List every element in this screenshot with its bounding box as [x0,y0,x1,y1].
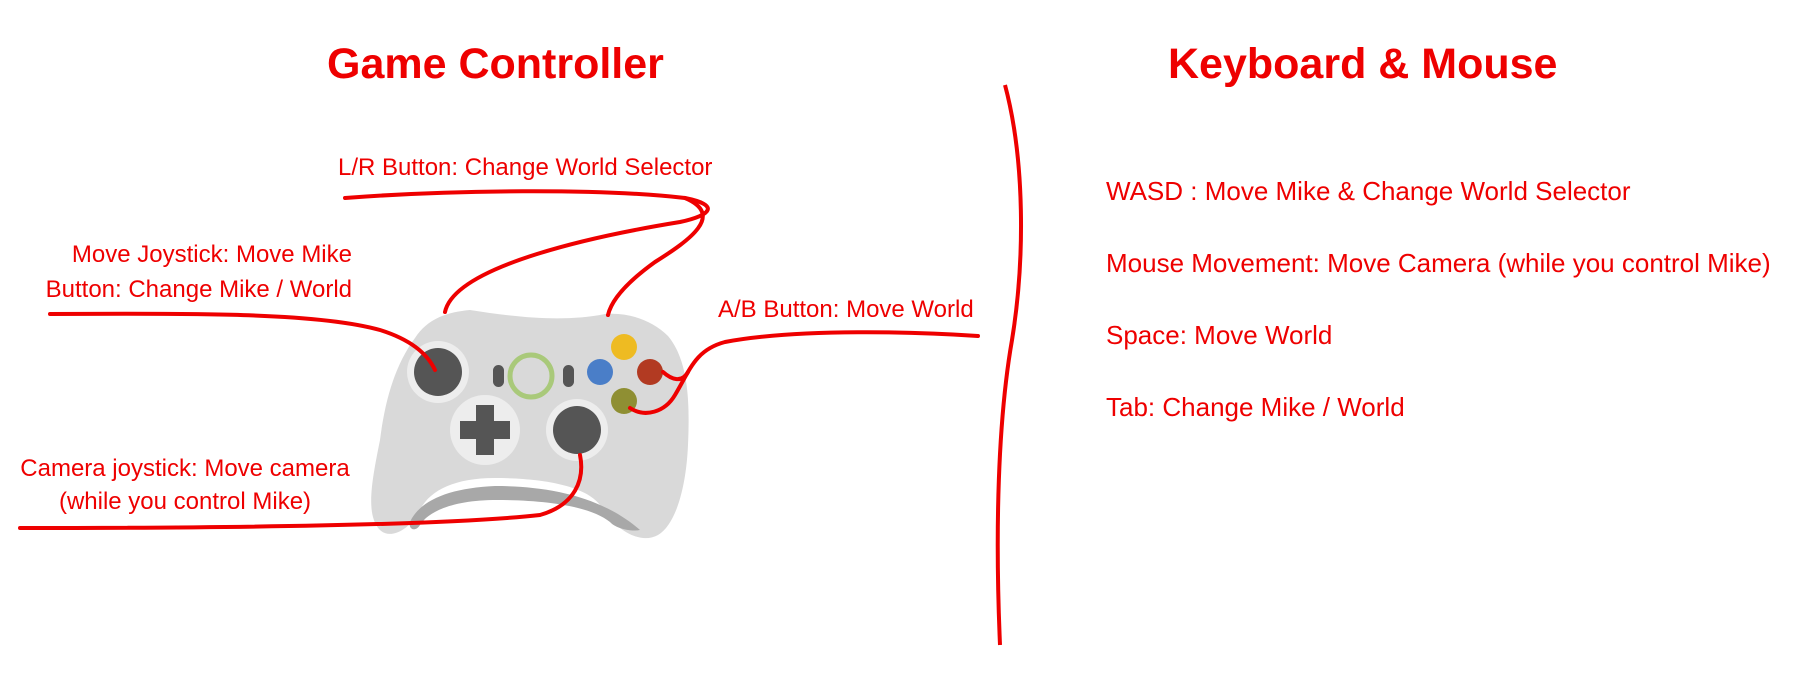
guide-button [507,352,555,400]
lr-button-callout-line-right [606,196,705,317]
controller-grip [409,486,640,531]
dpad-icon [460,405,510,455]
game-controller-title: Game Controller [327,40,664,88]
keyboard-item-wasd: WASD : Move Mike & Change World Selector [1106,176,1631,206]
ab-button-callout-line-b [661,370,690,382]
start-button [563,365,574,387]
camera-joystick-label-line1: Camera joystick: Move camera [20,455,350,482]
keyboard-item-mouse-movement: Mouse Movement: Move Camera (while you c… [1106,248,1771,278]
callout-lines [18,189,980,530]
lr-button-callout-line [343,189,710,314]
b-button [637,359,663,385]
move-joystick-label-line1: Move Joystick: Move Mike [71,241,352,268]
move-joystick-label-line2: Button: Change Mike / World [45,276,352,303]
section-divider [995,84,1023,646]
ab-button-label: A/B Button: Move World [718,296,974,323]
keyboard-mouse-title: Keyboard & Mouse [1168,40,1558,88]
y-button [611,334,637,360]
lr-button-label: L/R Button: Change World Selector [338,154,713,181]
camera-joystick-callout-line [18,453,584,530]
x-button [587,359,613,385]
controller-body [371,310,689,539]
ab-button-callout-line [628,330,980,415]
game-controller-illustration [371,310,689,539]
move-joystick-callout-line [48,311,437,372]
keyboard-item-tab: Tab: Change Mike / World [1106,392,1405,422]
back-button [493,365,504,387]
camera-joystick-label-line2: (while you control Mike) [58,488,312,515]
left-joystick-cap [414,348,462,396]
keyboard-item-space: Space: Move World [1106,320,1333,350]
right-joystick-cap [553,406,601,454]
